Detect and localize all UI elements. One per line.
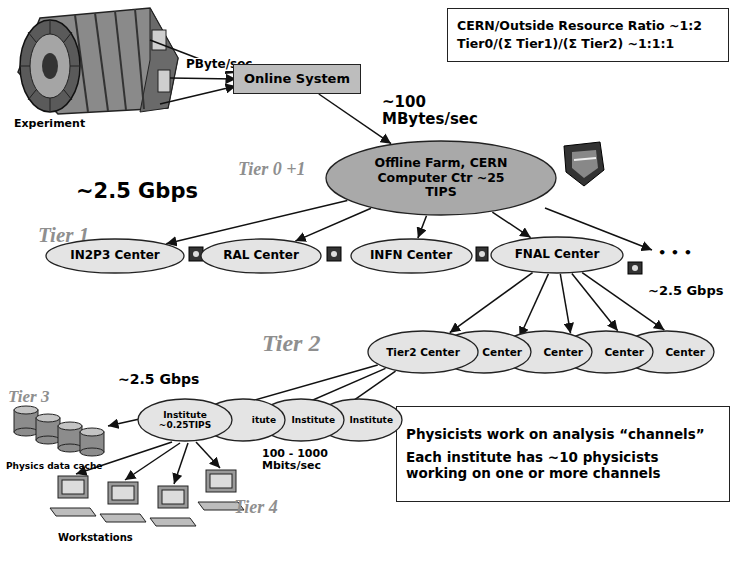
- rate-label: ~100 MBytes/sec: [382, 94, 482, 127]
- link-arrow: [492, 212, 530, 237]
- detector-illustration: [18, 8, 178, 114]
- node-text: Offline Farm, CERN Computer Ctr ~25 TIPS: [366, 156, 516, 199]
- center-ellipse: RAL Center: [200, 238, 322, 274]
- rate-label: ~2.5 Gbps: [118, 372, 199, 387]
- data-flow-arrows: [150, 40, 236, 104]
- ellipsis-label: • • •: [658, 246, 692, 260]
- center-ellipse: Tier2 Center: [367, 330, 479, 374]
- node-text: Physicists work on analysis “channels”: [406, 427, 705, 443]
- node-text: CERN/Outside Resource Ratio ~1:2: [457, 19, 702, 33]
- node-text: Online System: [244, 72, 350, 87]
- rate-label: ~2.5 Gbps: [76, 180, 198, 203]
- caption-label: Workstations: [58, 532, 133, 543]
- link-arrow: [520, 274, 549, 337]
- node-text: Institute: [291, 415, 335, 425]
- node-text: INFN Center: [370, 249, 452, 263]
- link-arrow: [560, 274, 570, 333]
- center-ellipse: FNAL Center: [490, 236, 624, 274]
- workstation-illustration: [50, 470, 244, 526]
- center-ellipse: INFN Center: [350, 238, 473, 274]
- tier-label: Tier 4: [234, 498, 278, 518]
- rate-label: 100 - 1000 Mbits/sec: [262, 448, 342, 472]
- link-arrow: [582, 273, 664, 330]
- node-text: 2 Center: [471, 346, 522, 358]
- logo-icon: [564, 142, 604, 186]
- center-ellipse: IN2P3 Center: [45, 238, 185, 274]
- link-arrow: [295, 208, 371, 241]
- system-box: Online System: [233, 64, 361, 94]
- institute-ellipse: Institute ~0.25TIPS: [137, 398, 233, 442]
- link-arrow: [319, 94, 391, 144]
- link-arrow: [418, 216, 427, 238]
- rate-label: ~2.5 Gbps: [648, 284, 723, 298]
- link-arrow: [166, 200, 347, 243]
- link-arrow: [450, 273, 533, 333]
- node-text: Tier0/(Σ Tier1)/(Σ Tier2) ~1:1:1: [457, 37, 674, 51]
- node-text: itute: [252, 415, 276, 425]
- node-text: Tier2 Center: [386, 346, 460, 358]
- caption-label: Experiment: [14, 118, 85, 130]
- node-text: IN2P3 Center: [70, 249, 159, 263]
- node-text: Center: [665, 346, 705, 358]
- note-box: CERN/Outside Resource Ratio ~1:2Tier0/(Σ…: [447, 8, 729, 62]
- node-text: Institute: [349, 415, 393, 425]
- node-text: Center: [604, 346, 644, 358]
- node-text: Each institute has ~10 physicists workin…: [406, 450, 718, 481]
- tier-label: Tier 2: [262, 330, 320, 356]
- farm-ellipse: Offline Farm, CERN Computer Ctr ~25 TIPS: [325, 140, 557, 216]
- disk-cache-illustration: [14, 406, 104, 456]
- tier-label: Tier 3: [8, 388, 49, 407]
- node-text: RAL Center: [223, 249, 299, 263]
- caption-label: Physics data cache: [6, 462, 102, 472]
- tier-label: Tier 0 +1: [238, 160, 306, 180]
- node-text: FNAL Center: [515, 248, 600, 262]
- node-text: Institute ~0.25TIPS: [154, 410, 216, 431]
- note-box: Physicists work on analysis “channels” Ea…: [396, 406, 730, 502]
- node-text: Center: [543, 346, 583, 358]
